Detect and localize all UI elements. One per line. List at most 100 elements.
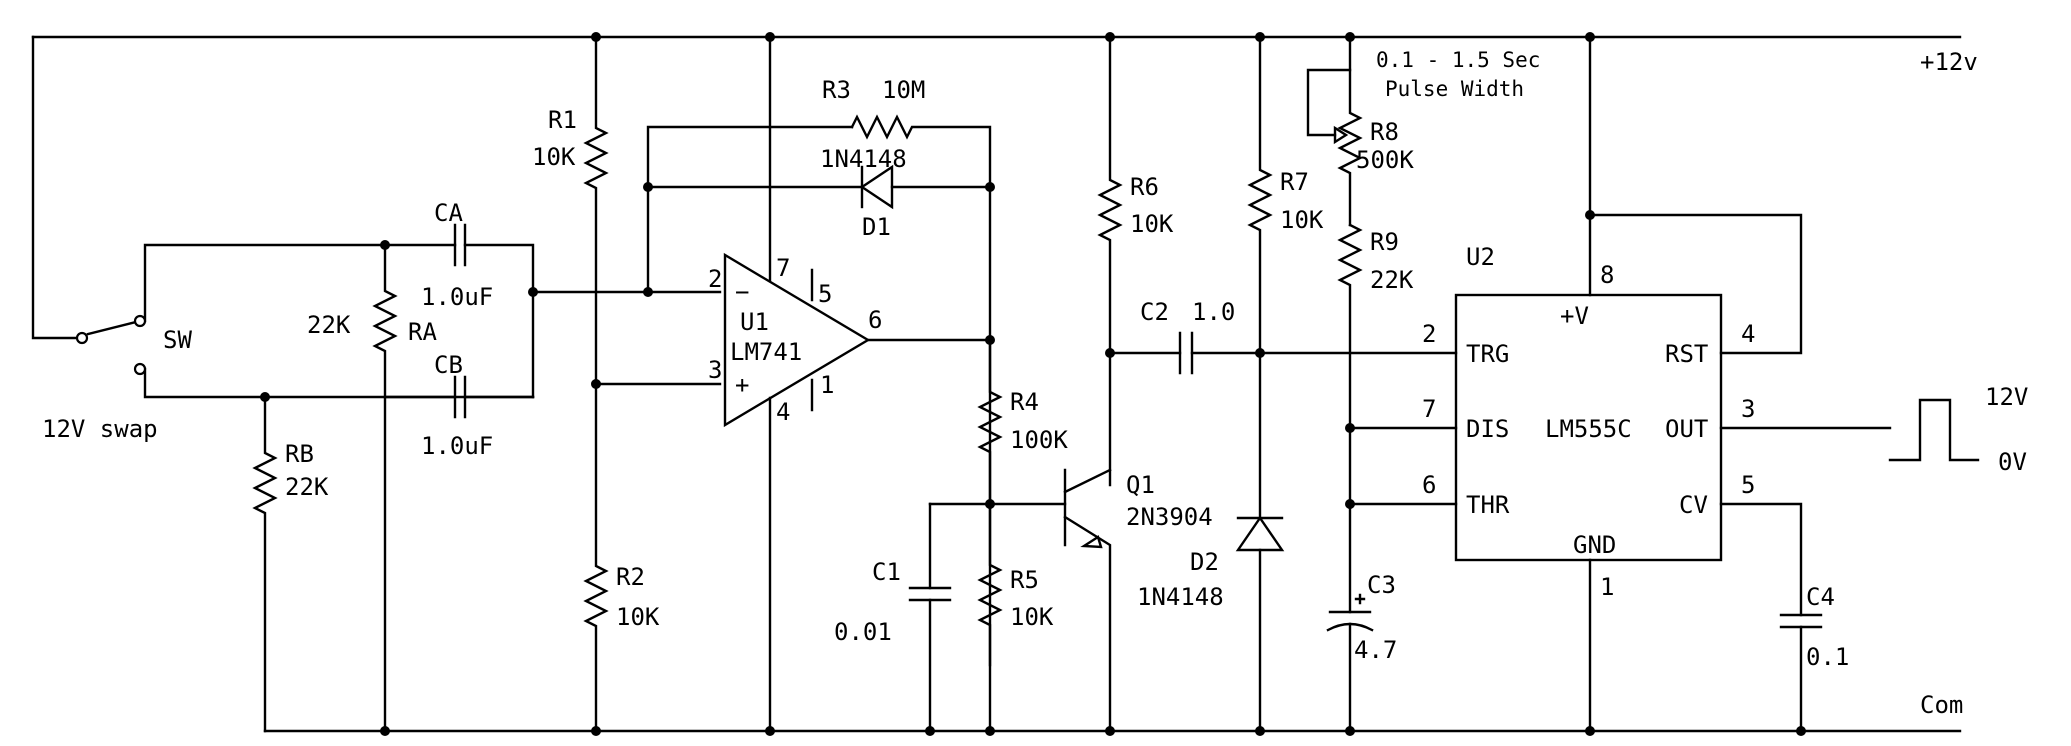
- q1-ref: Q1: [1126, 471, 1155, 499]
- rb-ref: RB: [285, 440, 314, 468]
- r7-value: 10K: [1280, 206, 1324, 234]
- u2-pin-dis: 7: [1422, 395, 1436, 423]
- timer-u2: [1454, 35, 1892, 733]
- u2-label-dis: DIS: [1466, 415, 1509, 443]
- opamp-u1: [723, 35, 992, 733]
- u2-label-rst: RST: [1665, 340, 1708, 368]
- r9-ref: R9: [1370, 228, 1399, 256]
- resistor-ra: [372, 243, 398, 733]
- output-pulse-waveform: [1888, 398, 1980, 462]
- potentiometer-r8: [1306, 35, 1363, 227]
- u1-pin-out: 6: [868, 306, 882, 334]
- u2-ref: U2: [1466, 243, 1495, 271]
- diode-d1: [646, 164, 992, 210]
- resistor-r3: [850, 114, 992, 667]
- u1-pin-vminus: 4: [776, 398, 790, 426]
- u2-pin-vcc: 8: [1600, 261, 1614, 289]
- q1-value: 2N3904: [1126, 503, 1213, 531]
- d1-value: 1N4148: [820, 145, 907, 173]
- d2-ref: D2: [1190, 548, 1219, 576]
- u2-label-vcc: +V: [1560, 302, 1589, 330]
- r3-ref: R3: [822, 76, 851, 104]
- u2-pin-out: 3: [1741, 395, 1755, 423]
- r6-ref: R6: [1130, 173, 1159, 201]
- c3-value: 4.7: [1354, 636, 1397, 664]
- diode-d2: [1235, 515, 1285, 733]
- u2-pin-gnd: 1: [1600, 573, 1614, 601]
- c4-ref: C4: [1806, 583, 1835, 611]
- rb-value: 22K: [285, 473, 329, 501]
- capacitor-cb: [383, 375, 535, 419]
- capacitor-c3: [1326, 593, 1374, 733]
- u1-pin-noninv: 3: [708, 356, 722, 384]
- c3-ref: C3: [1367, 571, 1396, 599]
- output-low-label: 0V: [1998, 448, 2027, 476]
- d2-value: 1N4148: [1137, 583, 1224, 611]
- u1-inv-sign: −: [735, 278, 749, 306]
- u2-label-trg: TRG: [1466, 340, 1509, 368]
- c2-ref: C2: [1140, 298, 1169, 326]
- u1-part: LM741: [730, 338, 802, 366]
- pulse-width-line1: 0.1 - 1.5 Sec: [1376, 48, 1540, 72]
- c1-value: 0.01: [834, 618, 892, 646]
- resistor-r6: [1097, 35, 1123, 487]
- r8-value: 500K: [1356, 146, 1414, 174]
- ca-value: 1.0uF: [421, 283, 493, 311]
- u2-pin-cv: 5: [1741, 471, 1755, 499]
- d1-ref: D1: [862, 213, 891, 241]
- u1-pin-vplus: 7: [776, 254, 790, 282]
- r2-ref: R2: [616, 563, 645, 591]
- c2-value: 1.0: [1192, 298, 1235, 326]
- r9-value: 22K: [1370, 266, 1414, 294]
- transistor-q1: [1063, 468, 1112, 733]
- u2-pin-trg: 2: [1422, 320, 1436, 348]
- capacitor-ca: [383, 223, 535, 399]
- u2-pin-rst: 4: [1741, 320, 1755, 348]
- capacitor-c2: [1108, 331, 1458, 375]
- u2-label-gnd: GND: [1573, 531, 1616, 559]
- capacitor-c1: [908, 502, 952, 733]
- r4-value: 100K: [1010, 426, 1068, 454]
- supply-rail-label: +12v: [1920, 48, 1978, 76]
- r5-ref: R5: [1010, 566, 1039, 594]
- u2-label-out: OUT: [1665, 415, 1708, 443]
- r6-value: 10K: [1130, 210, 1174, 238]
- r3-value: 10M: [882, 76, 925, 104]
- u1-pin-inv: 2: [708, 265, 722, 293]
- resistor-r9: [1337, 223, 1363, 614]
- u2-part: LM555C: [1545, 415, 1632, 443]
- cb-ref: CB: [434, 351, 463, 379]
- r8-ref: R8: [1370, 118, 1399, 146]
- u1-pin-p1: 1: [820, 371, 834, 399]
- u2-label-thr: THR: [1466, 491, 1510, 519]
- switch-caption: 12V swap: [42, 415, 158, 443]
- r5-value: 10K: [1010, 603, 1054, 631]
- output-high-label: 12V: [1985, 383, 2028, 411]
- r2-value: 10K: [616, 603, 660, 631]
- c1-ref: C1: [872, 558, 901, 586]
- resistor-r1: [583, 35, 609, 386]
- c4-value: 0.1: [1806, 643, 1849, 671]
- switch-label: SW: [163, 326, 192, 354]
- resistor-r7: [1247, 35, 1273, 520]
- r1-ref: R1: [548, 106, 577, 134]
- resistor-r4: [977, 338, 1003, 506]
- resistor-r5: [977, 502, 1003, 733]
- ca-ref: CA: [434, 199, 463, 227]
- feedback-left-wire: [646, 125, 854, 294]
- common-rail-label: Com: [1920, 691, 1963, 719]
- cb-value: 1.0uF: [421, 432, 493, 460]
- pulse-width-line2: Pulse Width: [1385, 77, 1524, 101]
- ra-ref: RA: [408, 318, 437, 346]
- u2-label-cv: CV: [1679, 491, 1708, 519]
- u1-noninv-sign: +: [735, 371, 749, 399]
- resistor-r2: [583, 382, 609, 733]
- r7-ref: R7: [1280, 168, 1309, 196]
- switch-sw: [31, 35, 535, 399]
- u1-ref: U1: [740, 308, 769, 336]
- ra-value: 22K: [307, 311, 351, 339]
- r1-value: 10K: [532, 143, 576, 171]
- u1-pin-p5: 5: [818, 280, 832, 308]
- resistor-rb: [252, 395, 278, 733]
